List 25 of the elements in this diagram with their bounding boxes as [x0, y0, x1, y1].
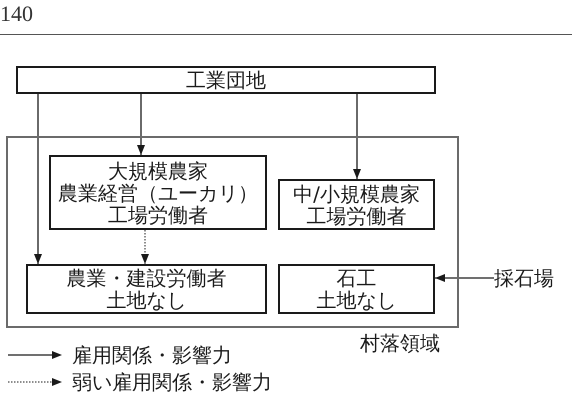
- legend-label: 弱い雇用関係・影響力: [72, 371, 272, 393]
- process-box: [26, 264, 267, 314]
- arrow: [353, 94, 361, 179]
- process-box: [16, 66, 436, 94]
- box-label: 中/小規模農家: [293, 182, 420, 204]
- node-label: 採石場: [494, 266, 560, 290]
- dotted-arrow: [141, 230, 149, 264]
- box-label: 大規模農家: [108, 160, 208, 182]
- box-label: 土地なし: [106, 289, 186, 311]
- process-box: [49, 155, 267, 230]
- box-label: 工場労働者: [108, 204, 208, 226]
- box-label: 石工: [336, 267, 376, 289]
- arrow: [435, 274, 494, 282]
- box-label: 土地なし: [316, 289, 396, 311]
- box-label: 工場労働者: [306, 204, 406, 226]
- process-box: [278, 179, 435, 230]
- arrow: [34, 94, 42, 264]
- process-box: [278, 264, 435, 314]
- page-number: 140: [0, 2, 33, 26]
- box-label: 農業経営（ユーカリ）: [58, 182, 258, 204]
- box-label: 農業・建設労働者: [66, 267, 226, 289]
- arrow: [137, 94, 145, 155]
- box-label: 工業団地: [186, 69, 266, 91]
- region-label: 村落領域: [360, 332, 440, 354]
- legend-label: 雇用関係・影響力: [72, 344, 232, 366]
